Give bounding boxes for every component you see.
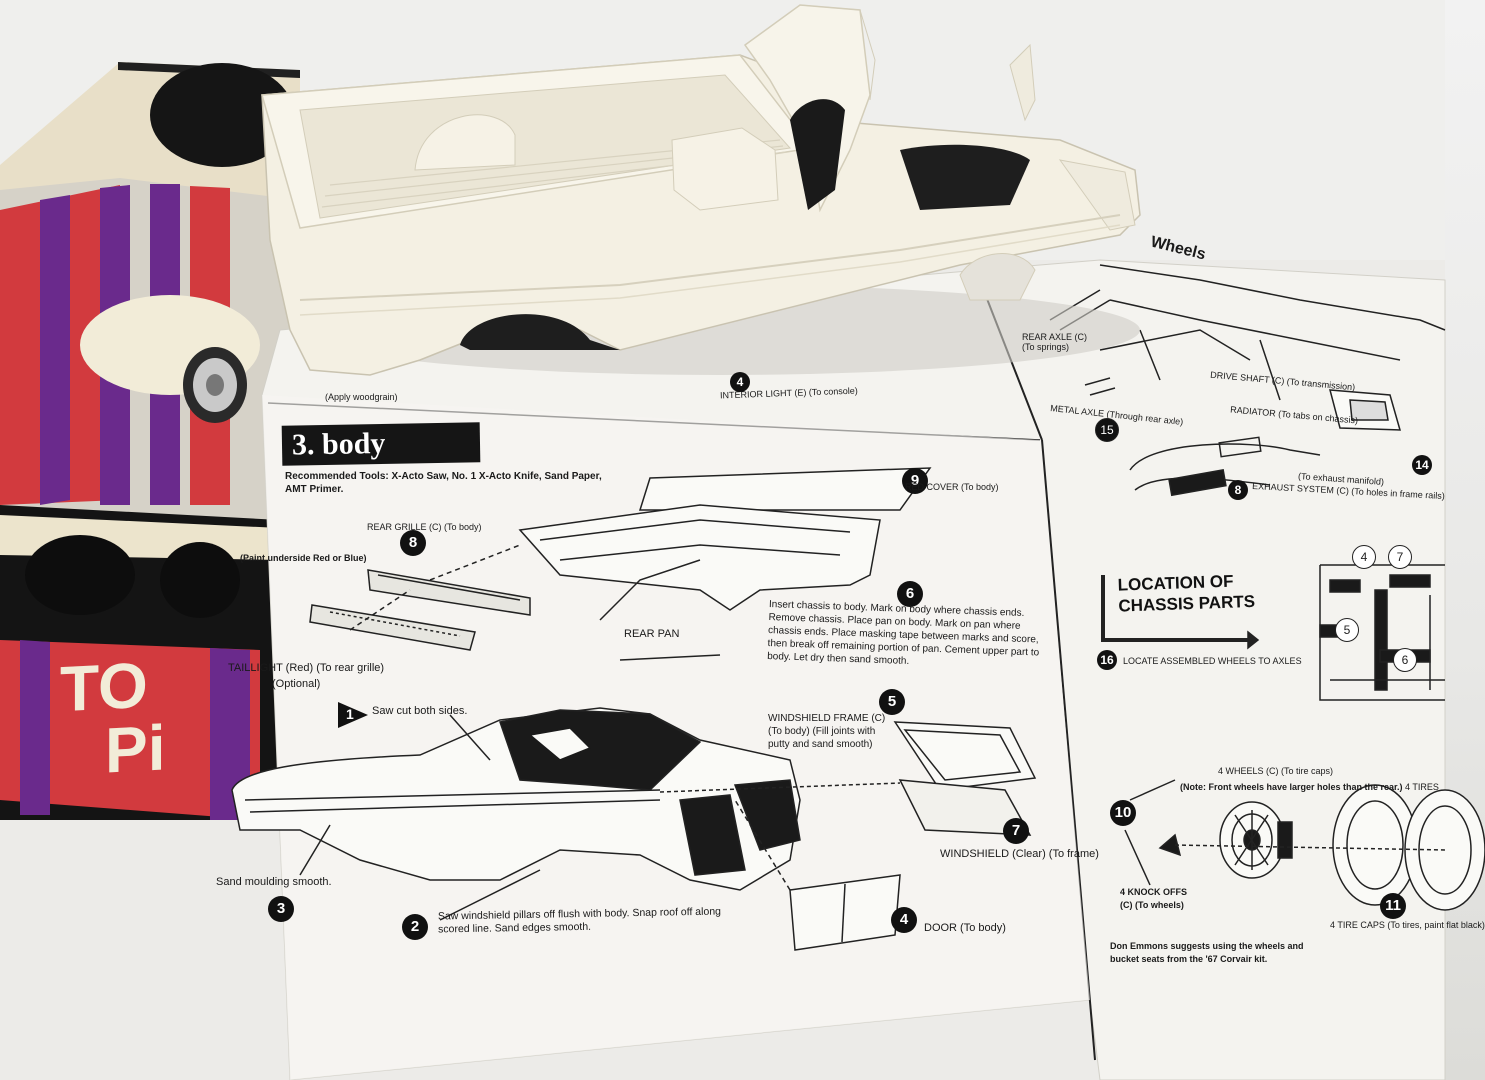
caption-apply-woodgrain: (Apply woodgrain) [325, 392, 398, 402]
step-1-arrow-icon [338, 702, 368, 728]
step-badge-8: 8 [400, 530, 426, 556]
step-16-text: LOCATE ASSEMBLED WHEELS TO AXLES [1123, 656, 1302, 666]
box-circle-graphic [150, 63, 294, 167]
taillight-caption: TAILLIGHT (Red) (To rear grille) [228, 662, 385, 674]
step-badge-4: 4 [891, 907, 917, 933]
step-badge-3: 3 [268, 896, 294, 922]
location-badge-6: 6 [1393, 648, 1417, 672]
step-badge-8-exhaust: 8 [1228, 480, 1248, 500]
step-badge-4-top: 4 [730, 372, 750, 392]
section-title: 3. body [281, 422, 481, 466]
step-badge-11: 11 [1380, 893, 1406, 919]
step-9-text: RED COVER (To body) [905, 482, 999, 492]
taillight-optional: (Optional) [272, 678, 321, 690]
step-2-text: Saw windshield pillars off flush with bo… [437, 905, 722, 936]
step-3-text: Sand moulding smooth. [216, 876, 332, 888]
location-badge-5: 5 [1335, 618, 1359, 642]
tires-caption: 4 TIRES [1405, 782, 1439, 792]
step-badge-15: 15 [1095, 418, 1119, 442]
step-badge-10: 10 [1110, 800, 1136, 826]
caption-rear-axle: REAR AXLE (C) (To springs) [1022, 332, 1088, 352]
don-emmons-note: Don Emmons suggests using the wheels and… [1110, 941, 1304, 964]
step-badge-5: 5 [879, 689, 905, 715]
step-1-text: Saw cut both sides. [372, 705, 468, 717]
paint-note: (Paint underside Red or Blue) [240, 553, 367, 563]
location-badge-7: 7 [1388, 545, 1412, 569]
step-badge-9: 9 [902, 468, 928, 494]
rear-pan-caption: REAR PAN [624, 628, 680, 640]
pickup-truck-model [261, 4, 1141, 376]
body-diagram [231, 467, 1037, 951]
model-kit-box [0, 62, 300, 820]
step-badge-14: 14 [1412, 455, 1432, 475]
location-chassis-title: LOCATION OF CHASSIS PARTS [1117, 571, 1256, 616]
wheels-caption: 4 WHEELS (C) (To tire caps) [1218, 766, 1334, 776]
step-8-text: REAR GRILLE (C) (To body) [367, 522, 482, 532]
step-6-text: Insert chassis to body. Mark on body whe… [766, 599, 1040, 667]
step-10-text: 4 KNOCK OFFS (C) (To wheels) [1120, 887, 1188, 910]
step-11-text: 4 TIRE CAPS (To tires, paint flat black) [1330, 920, 1485, 930]
step-badge-16: 16 [1097, 650, 1117, 670]
step-badge-2: 2 [402, 914, 428, 940]
step-7-text: WINDSHIELD (Clear) (To frame) [940, 848, 1099, 860]
location-badge-4: 4 [1352, 545, 1376, 569]
step-4-text: DOOR (To body) [924, 922, 1006, 934]
recommended-tools: Recommended Tools: X-Acto Saw, No. 1 X-A… [285, 471, 602, 495]
step-badge-1: 1 [346, 706, 354, 722]
box-title-letters-2: Pi [105, 711, 166, 787]
wheels-note: (Note: Front wheels have larger holes th… [1180, 782, 1403, 792]
step-5-text: WINDSHIELD FRAME (C) (To body) (Fill joi… [768, 713, 886, 750]
step-badge-6: 6 [897, 581, 923, 607]
step-badge-7: 7 [1003, 818, 1029, 844]
